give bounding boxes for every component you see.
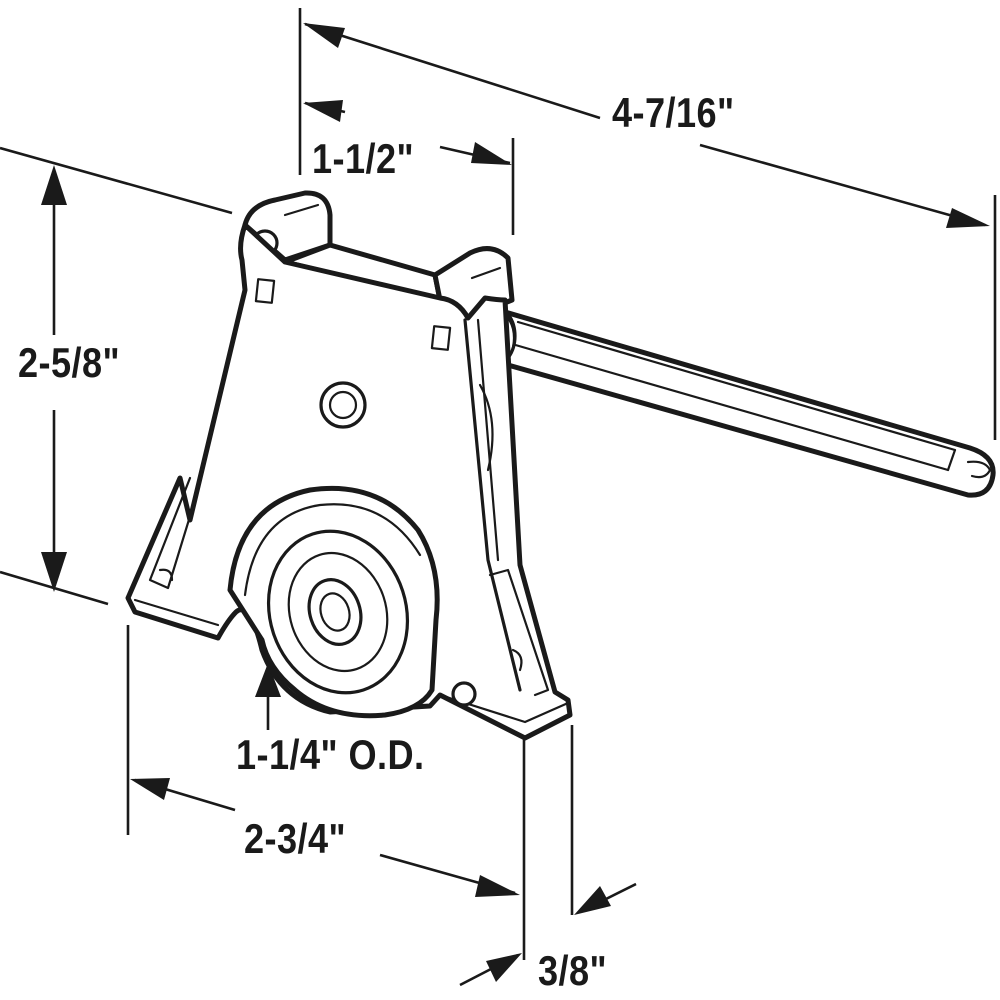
dimension-thickness: 3/8": [538, 947, 608, 994]
dimension-overall-length: 4-7/16": [612, 89, 735, 136]
dimension-base-length: 2-3/4": [244, 815, 347, 862]
stem: [469, 304, 996, 498]
dimension-height: 2-5/8": [18, 339, 121, 386]
dimension-lines: [0, 8, 997, 987]
wheel: [227, 485, 440, 719]
arrowhead-left-icon: [303, 23, 345, 48]
dimension-wheel-diameter: 1-1/4" O.D.: [236, 731, 425, 778]
housing: [125, 190, 573, 741]
arrowhead-right-icon: [946, 208, 990, 228]
dimension-housing-top-width: 1-1/2": [312, 135, 415, 182]
